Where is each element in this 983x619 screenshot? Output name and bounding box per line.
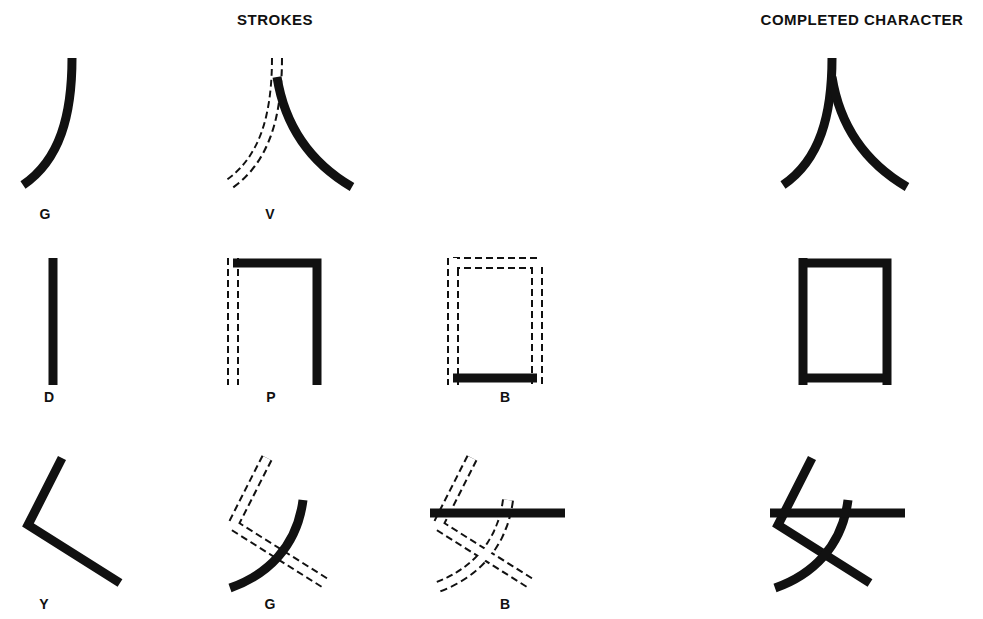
stroke-p [233,258,317,385]
stroke-b2 [430,458,565,588]
stroke-d [53,258,54,385]
stroke-g2 [230,458,325,588]
stroke-y [28,458,120,583]
stroke-label: D [44,390,54,404]
stroke-g [23,58,72,185]
stroke-label: B [500,390,510,404]
stroke-label: P [266,390,275,404]
stroke-label: Y [39,597,48,611]
stroke-v [228,58,352,187]
character-kou [803,258,887,385]
stroke-label: G [40,207,51,221]
character-ren [783,58,907,187]
column-heading: COMPLETED CHARACTER [761,12,964,27]
stroke-label: B [500,597,510,611]
column-heading: STROKES [237,12,313,27]
stroke-label: V [265,207,274,221]
character-nu [770,458,905,588]
stroke-label: G [265,597,276,611]
stroke-b [453,258,537,385]
